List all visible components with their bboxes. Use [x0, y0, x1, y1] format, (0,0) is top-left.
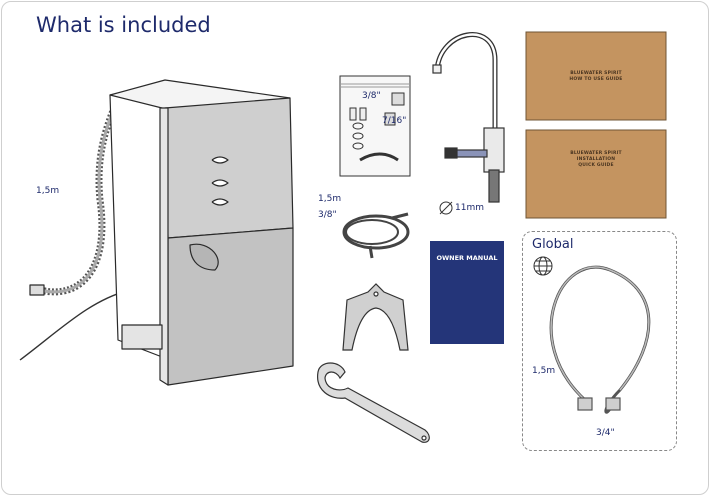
fitting-small-label: 7/16"	[382, 116, 407, 126]
globe-icon	[533, 256, 553, 276]
page-title: What is included	[36, 13, 211, 37]
tube-coil	[342, 212, 410, 259]
how-to-use-guide-box	[525, 31, 667, 121]
how-to-use-guide-label: BLUEWATER SPIRIT HOW TO USE GUIDE	[569, 71, 623, 82]
wrench	[317, 362, 430, 443]
tube-size-label: 3/8"	[318, 210, 337, 220]
installation-guide-box	[525, 129, 667, 219]
inlet-hose	[549, 265, 651, 414]
faucet-diameter-label: 11mm	[455, 203, 484, 213]
installation-guide-label: BLUEWATER SPIRIT INSTALLATION QUICK GUID…	[570, 151, 622, 168]
fittings-bag	[339, 75, 411, 177]
global-title: Global	[532, 237, 574, 252]
owner-manual-title: OWNER MANUAL	[436, 254, 498, 262]
faucet	[432, 32, 505, 203]
mounting-bracket	[342, 283, 409, 351]
owner-manual-cover	[430, 241, 504, 344]
water-unit	[19, 79, 294, 386]
hose-size-label: 3/4"	[596, 428, 615, 438]
drain-length-label: 1,5m	[36, 186, 60, 196]
hose-length-label: 1,5m	[532, 366, 556, 376]
tube-length-label: 1,5m	[318, 194, 342, 204]
fitting-large-label: 3/8"	[362, 91, 381, 101]
global-section	[522, 231, 677, 451]
diameter-icon	[439, 201, 453, 215]
